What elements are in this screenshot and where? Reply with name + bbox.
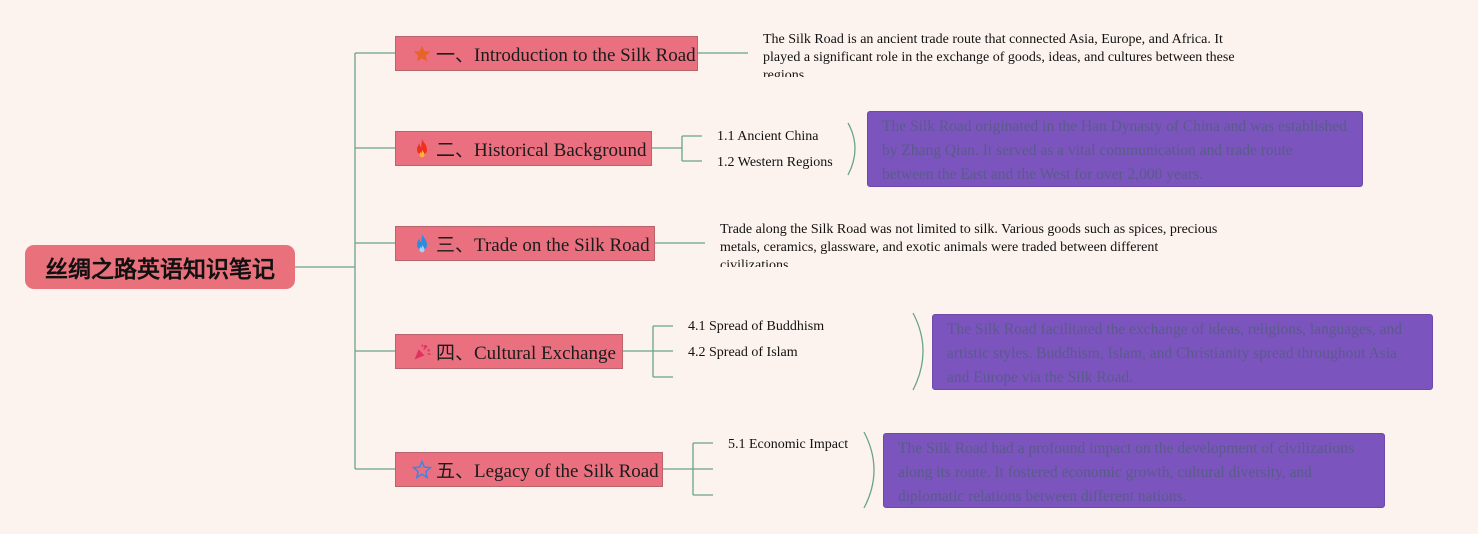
subtopic-economic-impact[interactable]: 5.1 Economic Impact (728, 437, 849, 452)
drop-fire-icon (411, 233, 433, 255)
topic-legacy[interactable]: 五、Legacy of the Silk Road (395, 452, 663, 487)
star-outline-icon (411, 459, 433, 481)
topic-trade[interactable]: 三、Trade on the Silk Road (395, 226, 655, 261)
subtopic-western-regions[interactable]: 1.2 Western Regions (717, 155, 833, 170)
fire-icon (411, 138, 433, 160)
topic-label: 四、Cultural Exchange (436, 343, 616, 364)
party-popper-icon (411, 341, 433, 363)
topic-label: 三、Trade on the Silk Road (436, 235, 650, 256)
summary-legacy: The Silk Road had a profound impact on t… (883, 433, 1385, 508)
note-introduction: The Silk Road is an ancient trade route … (763, 32, 1235, 77)
topic-label: 二、Historical Background (436, 140, 647, 161)
subtopic-spread-of-buddhism[interactable]: 4.1 Spread of Buddhism (688, 319, 825, 334)
topic-cultural-exchange[interactable]: 四、Cultural Exchange (395, 334, 623, 369)
topic-label: 五、Legacy of the Silk Road (436, 461, 659, 482)
topic-historical-background[interactable]: 二、Historical Background (395, 131, 652, 166)
star-icon (411, 43, 433, 65)
root-topic[interactable]: 丝绸之路英语知识笔记 (25, 245, 295, 289)
subtopic-spread-of-islam[interactable]: 4.2 Spread of Islam (688, 345, 798, 360)
topic-introduction[interactable]: 一、Introduction to the Silk Road (395, 36, 698, 71)
subtopic-ancient-china[interactable]: 1.1 Ancient China (717, 129, 819, 144)
note-trade: Trade along the Silk Road was not limite… (720, 222, 1218, 267)
summary-historical: The Silk Road originated in the Han Dyna… (867, 111, 1363, 187)
topic-label: 一、Introduction to the Silk Road (436, 45, 696, 66)
summary-cultural: The Silk Road facilitated the exchange o… (932, 314, 1433, 390)
root-title: 丝绸之路英语知识笔记 (45, 257, 275, 283)
